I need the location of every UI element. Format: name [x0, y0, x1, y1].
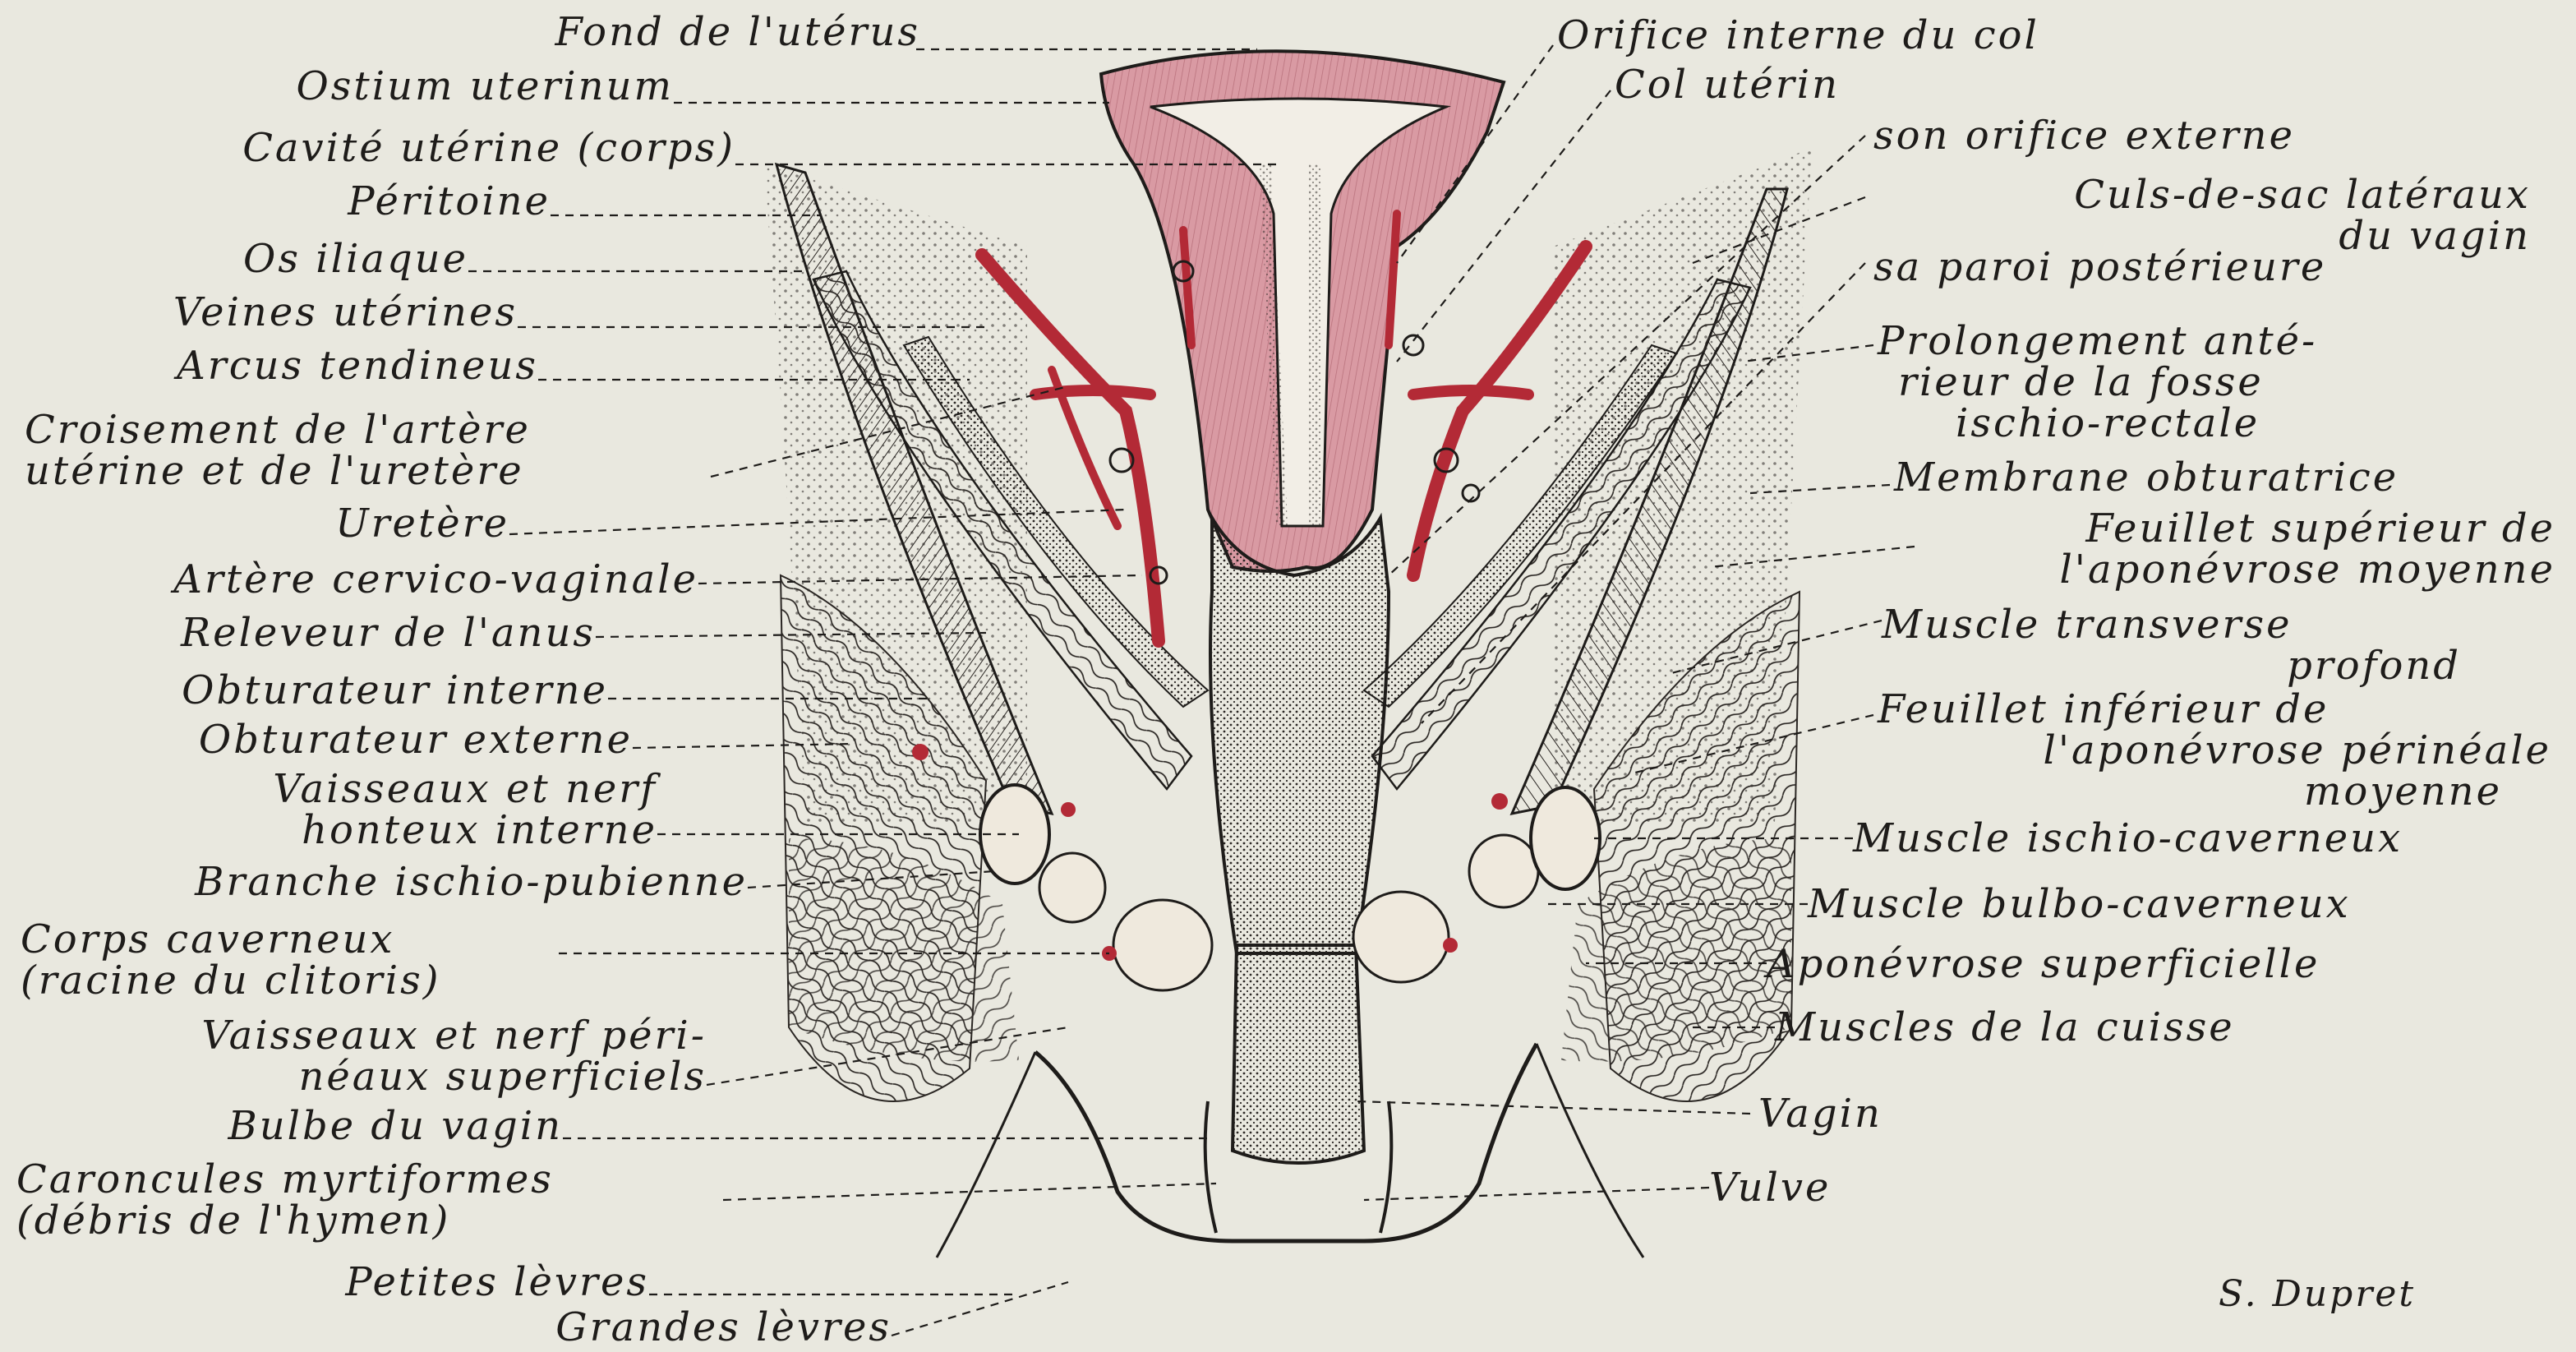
label-paroi-posterieure: sa paroi postérieure — [1873, 247, 2326, 288]
artist-signature: S. Dupret — [2219, 1274, 2416, 1315]
label-ostium-uterinum: Ostium uterinum — [82, 66, 674, 107]
label-artere-cervico-vaginale: Artère cervico-vaginale — [16, 559, 698, 600]
label-col-uterin: Col utérin — [1615, 64, 1840, 105]
label-grandes-levres: Grandes lèvres — [435, 1307, 892, 1348]
label-branche-ischio-pubienne: Branche ischio-pubienne — [16, 861, 748, 902]
label-bulbe-du-vagin: Bulbe du vagin — [82, 1105, 563, 1147]
label-veines-uterines: Veines utérines — [49, 292, 518, 333]
label-orifice-externe: son orifice externe — [1873, 115, 2295, 156]
label-muscle-ischio-caverneux: Muscle ischio-caverneux — [1853, 818, 2403, 859]
label-uretere: Uretère — [247, 503, 509, 544]
label-membrane-obturatrice: Membrane obturatrice — [1894, 457, 2399, 498]
label-aponevrose-superficielle: Aponévrose superficielle — [1767, 944, 2320, 985]
label-muscles-de-la-cuisse: Muscles de la cuisse — [1775, 1007, 2235, 1048]
label-corps-caverneux: Corps caverneux(racine du clitoris) — [21, 919, 440, 1001]
label-fond-de-l-uterus: Fond de l'utérus — [312, 12, 920, 53]
vagina — [1210, 518, 1389, 1163]
label-vaisseaux-perineaux: Vaisseaux et nerf péri-néaux superficiel… — [16, 1015, 707, 1097]
label-cavite-uterine: Cavité utérine (corps) — [115, 127, 735, 168]
label-caroncules: Caroncules myrtiformes(débris de l'hymen… — [16, 1159, 554, 1241]
label-obturateur-externe: Obturateur externe — [21, 719, 633, 760]
uterus — [1101, 51, 1504, 571]
label-petites-levres: Petites lèvres — [238, 1262, 649, 1303]
label-muscle-bulbo-caverneux: Muscle bulbo-caverneux — [1808, 884, 2351, 925]
label-vagin: Vagin — [1758, 1093, 1882, 1134]
label-vulve: Vulve — [1709, 1167, 1831, 1208]
label-obturateur-interne: Obturateur interne — [21, 670, 608, 711]
label-os-iliaque: Os iliaque — [140, 238, 468, 279]
label-orifice-interne: Orifice interne du col — [1557, 15, 2039, 56]
label-peritoine: Péritoine — [247, 181, 551, 222]
label-releveur-de-l-anus: Releveur de l'anus — [25, 612, 596, 653]
label-arcus-tendineus: Arcus tendineus — [33, 345, 538, 386]
